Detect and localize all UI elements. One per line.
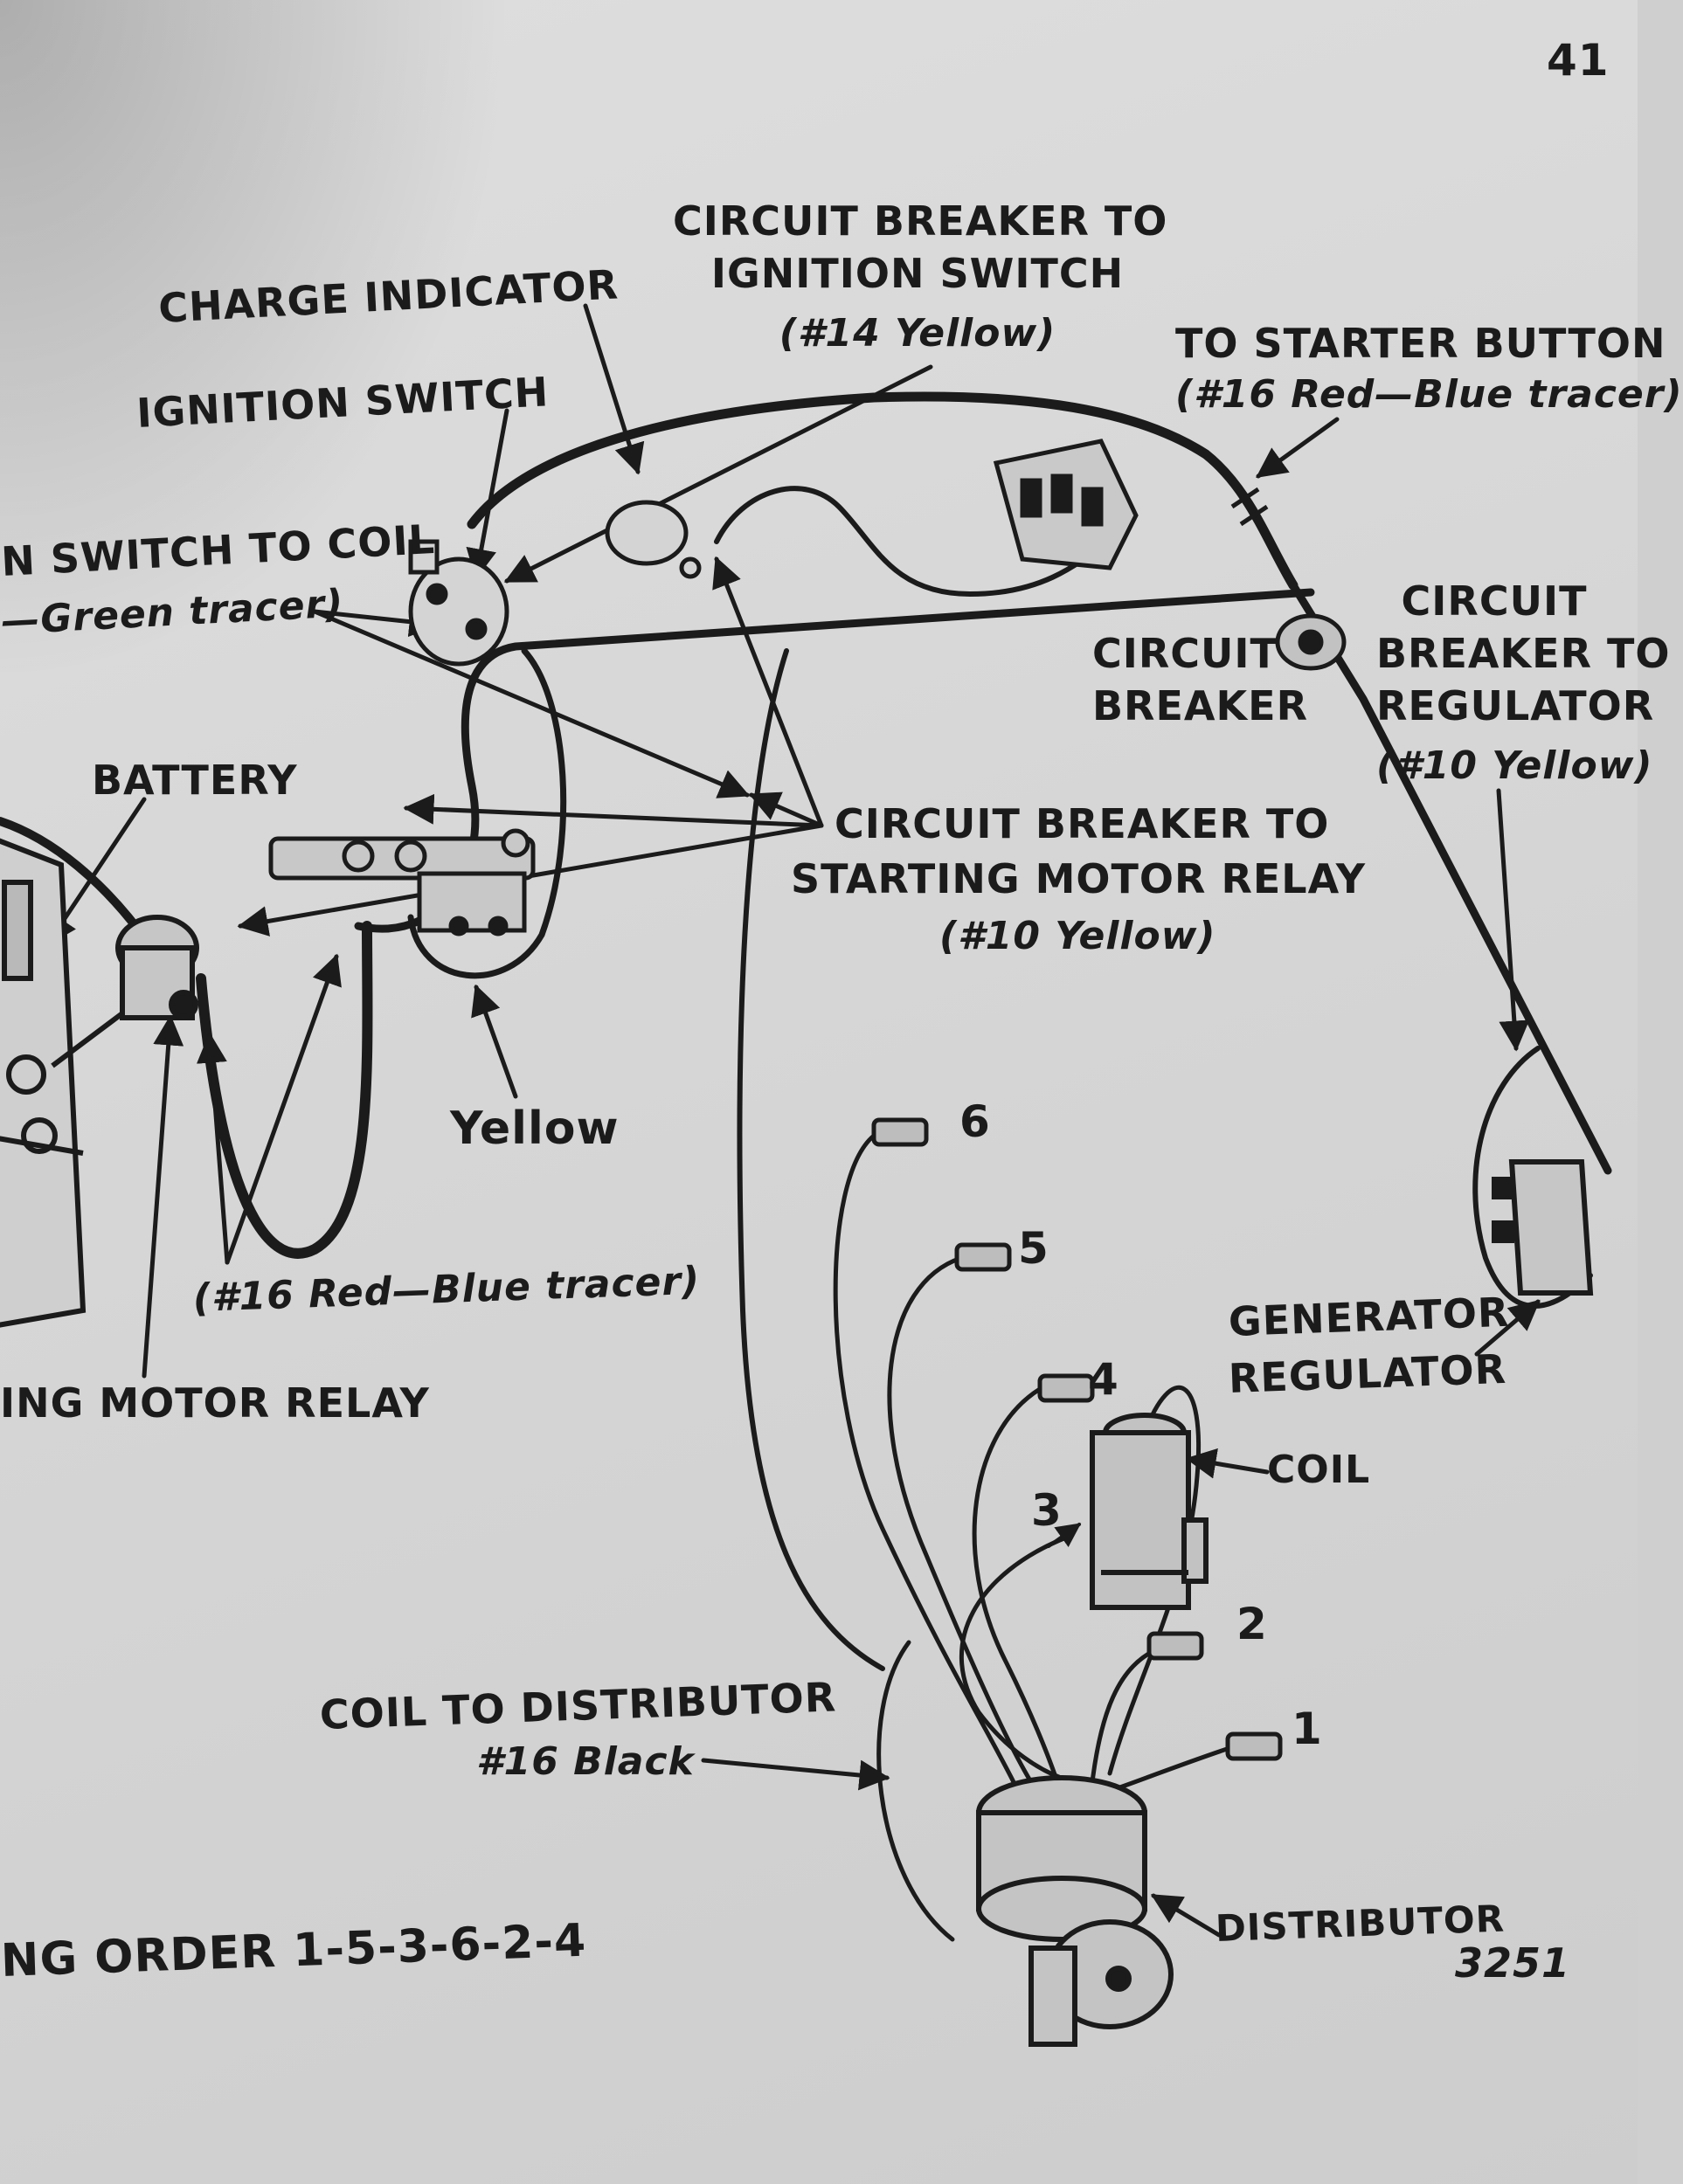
label-cb-ignition-line1: CIRCUIT BREAKER TO xyxy=(673,197,1168,245)
ignition-loop-wire xyxy=(714,486,1121,597)
generator-regulator-loop xyxy=(1472,1046,1593,1309)
arrow-distributor xyxy=(1150,1893,1222,1938)
arrow-cb-relay-1 xyxy=(403,793,824,828)
starting-motor-relay-component xyxy=(51,915,199,1068)
plug-wire-6 xyxy=(833,1133,1016,1785)
arrow-plug-3 xyxy=(1047,1523,1082,1548)
plug-number-2: 2 xyxy=(1236,1599,1268,1649)
label-circuit-breaker-line1: CIRCUIT xyxy=(1092,630,1278,677)
relay-block-component xyxy=(268,828,536,936)
arrow-charge-indicator xyxy=(583,303,645,475)
label-cb-regulator-line3: REGULATOR xyxy=(1376,682,1655,729)
battery-component xyxy=(0,838,87,1328)
arrow-switch-coil-b xyxy=(312,609,751,798)
arrow-yellow xyxy=(471,984,518,1099)
plug-connector-4 xyxy=(1037,1373,1095,1403)
label-generator-line1: GENERATOR xyxy=(1228,1288,1511,1345)
arrow-red-blue-1 xyxy=(225,953,342,1265)
fuse-block-component xyxy=(993,439,1139,570)
label-motor-relay: ING MOTOR RELAY xyxy=(0,1379,430,1427)
arrow-coil xyxy=(1185,1448,1270,1479)
label-coil-to-distributor-wire: #16 Black xyxy=(476,1739,695,1784)
distributor-component xyxy=(976,1775,1174,2047)
label-generator-line2: REGULATOR xyxy=(1228,1344,1507,1402)
arrow-cb-relay-3 xyxy=(712,556,824,828)
label-yellow: Yellow xyxy=(450,1102,620,1155)
label-circuit-breaker-line2: BREAKER xyxy=(1092,682,1308,729)
arrow-ignition-switch xyxy=(466,408,509,580)
plug-connector-2 xyxy=(1146,1631,1204,1661)
label-cb-relay-line1: CIRCUIT BREAKER TO xyxy=(835,800,1330,847)
arrow-red-blue-2 xyxy=(196,1032,230,1265)
label-cb-ignition-wire: (#14 Yellow) xyxy=(779,311,1056,356)
label-coil: COIL xyxy=(1267,1448,1371,1492)
arrow-coil-distributor xyxy=(701,1758,890,1791)
plug-wire-3 xyxy=(959,1535,1077,1785)
arrow-cb-regulator xyxy=(1496,788,1530,1052)
wiring-diagram xyxy=(0,303,1612,2047)
label-cb-ignition-line2: IGNITION SWITCH xyxy=(710,250,1125,297)
plug-number-3: 3 xyxy=(1031,1485,1063,1536)
plug-number-4: 4 xyxy=(1088,1354,1119,1405)
arrow-cb-relay-4 xyxy=(748,791,824,828)
page-number: 41 xyxy=(1547,35,1610,86)
coil-high-tension-wire xyxy=(1107,1385,1202,1776)
red-blue-tracer-wire xyxy=(196,921,373,1259)
charge-indicator-component xyxy=(605,500,702,579)
label-starter-button-wire: (#16 Red—Blue tracer) xyxy=(1175,372,1683,417)
generator-regulator-component xyxy=(1492,1159,1594,1296)
label-cb-regulator-wire: (#10 Yellow) xyxy=(1376,743,1653,788)
plug-wire-2 xyxy=(1090,1648,1156,1785)
plug-wire-1 xyxy=(1107,1745,1235,1794)
plug-number-5: 5 xyxy=(1018,1223,1049,1274)
plug-connector-1 xyxy=(1225,1731,1283,1761)
arrow-motor-relay xyxy=(142,1014,184,1379)
label-cb-regulator-line2: BREAKER TO xyxy=(1376,630,1671,677)
label-cb-relay-wire: (#10 Yellow) xyxy=(939,914,1216,958)
figure-number: 3251 xyxy=(1455,1939,1571,1987)
plug-connector-5 xyxy=(954,1242,1012,1272)
label-cb-relay-line2: STARTING MOTOR RELAY xyxy=(791,855,1367,902)
circuit-breaker-component xyxy=(1275,613,1347,671)
plug-number-6: 6 xyxy=(959,1096,991,1147)
battery-lead-wire xyxy=(0,817,153,948)
plug-number-1: 1 xyxy=(1292,1704,1323,1754)
arrow-cb-ignition xyxy=(503,364,933,584)
label-starter-button: TO STARTER BUTTON xyxy=(1175,320,1666,367)
starter-button-connector xyxy=(1230,487,1269,527)
arrow-starter-button xyxy=(1256,417,1340,479)
plug-wire-5 xyxy=(887,1255,1034,1785)
plug-connector-6 xyxy=(871,1117,929,1147)
ignition-switch-component xyxy=(408,539,509,667)
main-harness-wire xyxy=(467,391,1299,591)
plug-wire-4 xyxy=(972,1386,1060,1785)
label-battery: BATTERY xyxy=(92,757,298,804)
spark-plug-connectors xyxy=(871,1117,1283,1761)
coil-component xyxy=(1090,1413,1209,1610)
distributor-outer-loop xyxy=(876,1640,955,1942)
label-cb-regulator-line1: CIRCUIT xyxy=(1401,577,1588,625)
arrow-generator xyxy=(1474,1299,1541,1357)
